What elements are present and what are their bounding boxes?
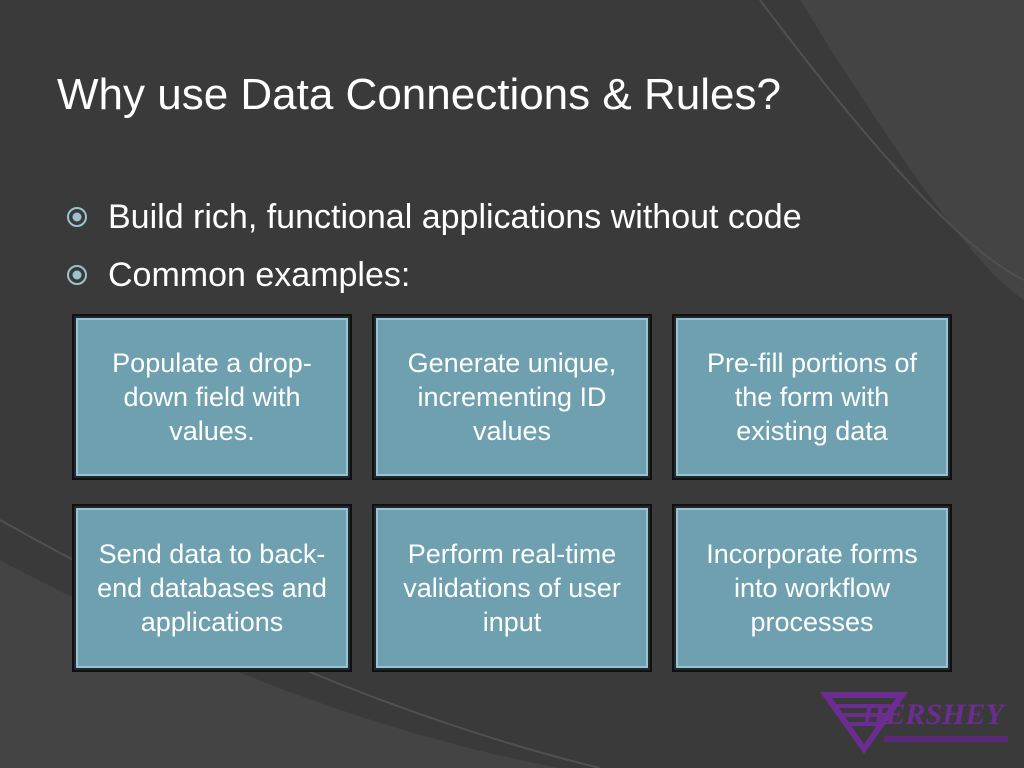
example-card: Perform real-time validations of user in…: [374, 506, 650, 670]
bullet-text: Common examples:: [108, 255, 411, 294]
target-bullet-icon: [67, 265, 87, 285]
card-text: Send data to back-end databases and appl…: [97, 539, 327, 637]
example-card: Pre-fill portions of the form with exist…: [674, 316, 950, 478]
example-card: Populate a drop-down field with values.: [74, 316, 350, 478]
bullet-list: Build rich, functional applications with…: [66, 188, 802, 304]
card-text: Incorporate forms into workflow processe…: [706, 539, 918, 637]
card-text: Perform real-time validations of user in…: [403, 539, 621, 637]
bullet-item: Build rich, functional applications with…: [66, 188, 802, 246]
card-text: Pre-fill portions of the form with exist…: [706, 348, 918, 446]
bullet-text: Build rich, functional applications with…: [108, 197, 802, 236]
slide-title: Why use Data Connections & Rules?: [57, 70, 781, 119]
examples-grid: Populate a drop-down field with values. …: [74, 316, 950, 670]
example-card: Generate unique, incrementing ID values: [374, 316, 650, 478]
hershey-logo-icon: HERSHEY: [820, 692, 1008, 754]
card-text: Populate a drop-down field with values.: [112, 348, 312, 446]
card-text: Generate unique, incrementing ID values: [407, 348, 617, 446]
example-card: Send data to back-end databases and appl…: [74, 506, 350, 670]
example-card: Incorporate forms into workflow processe…: [674, 506, 950, 670]
bullet-item: Common examples:: [66, 246, 802, 304]
target-bullet-icon: [67, 207, 87, 227]
logo-wordmark: HERSHEY: [861, 698, 1006, 731]
